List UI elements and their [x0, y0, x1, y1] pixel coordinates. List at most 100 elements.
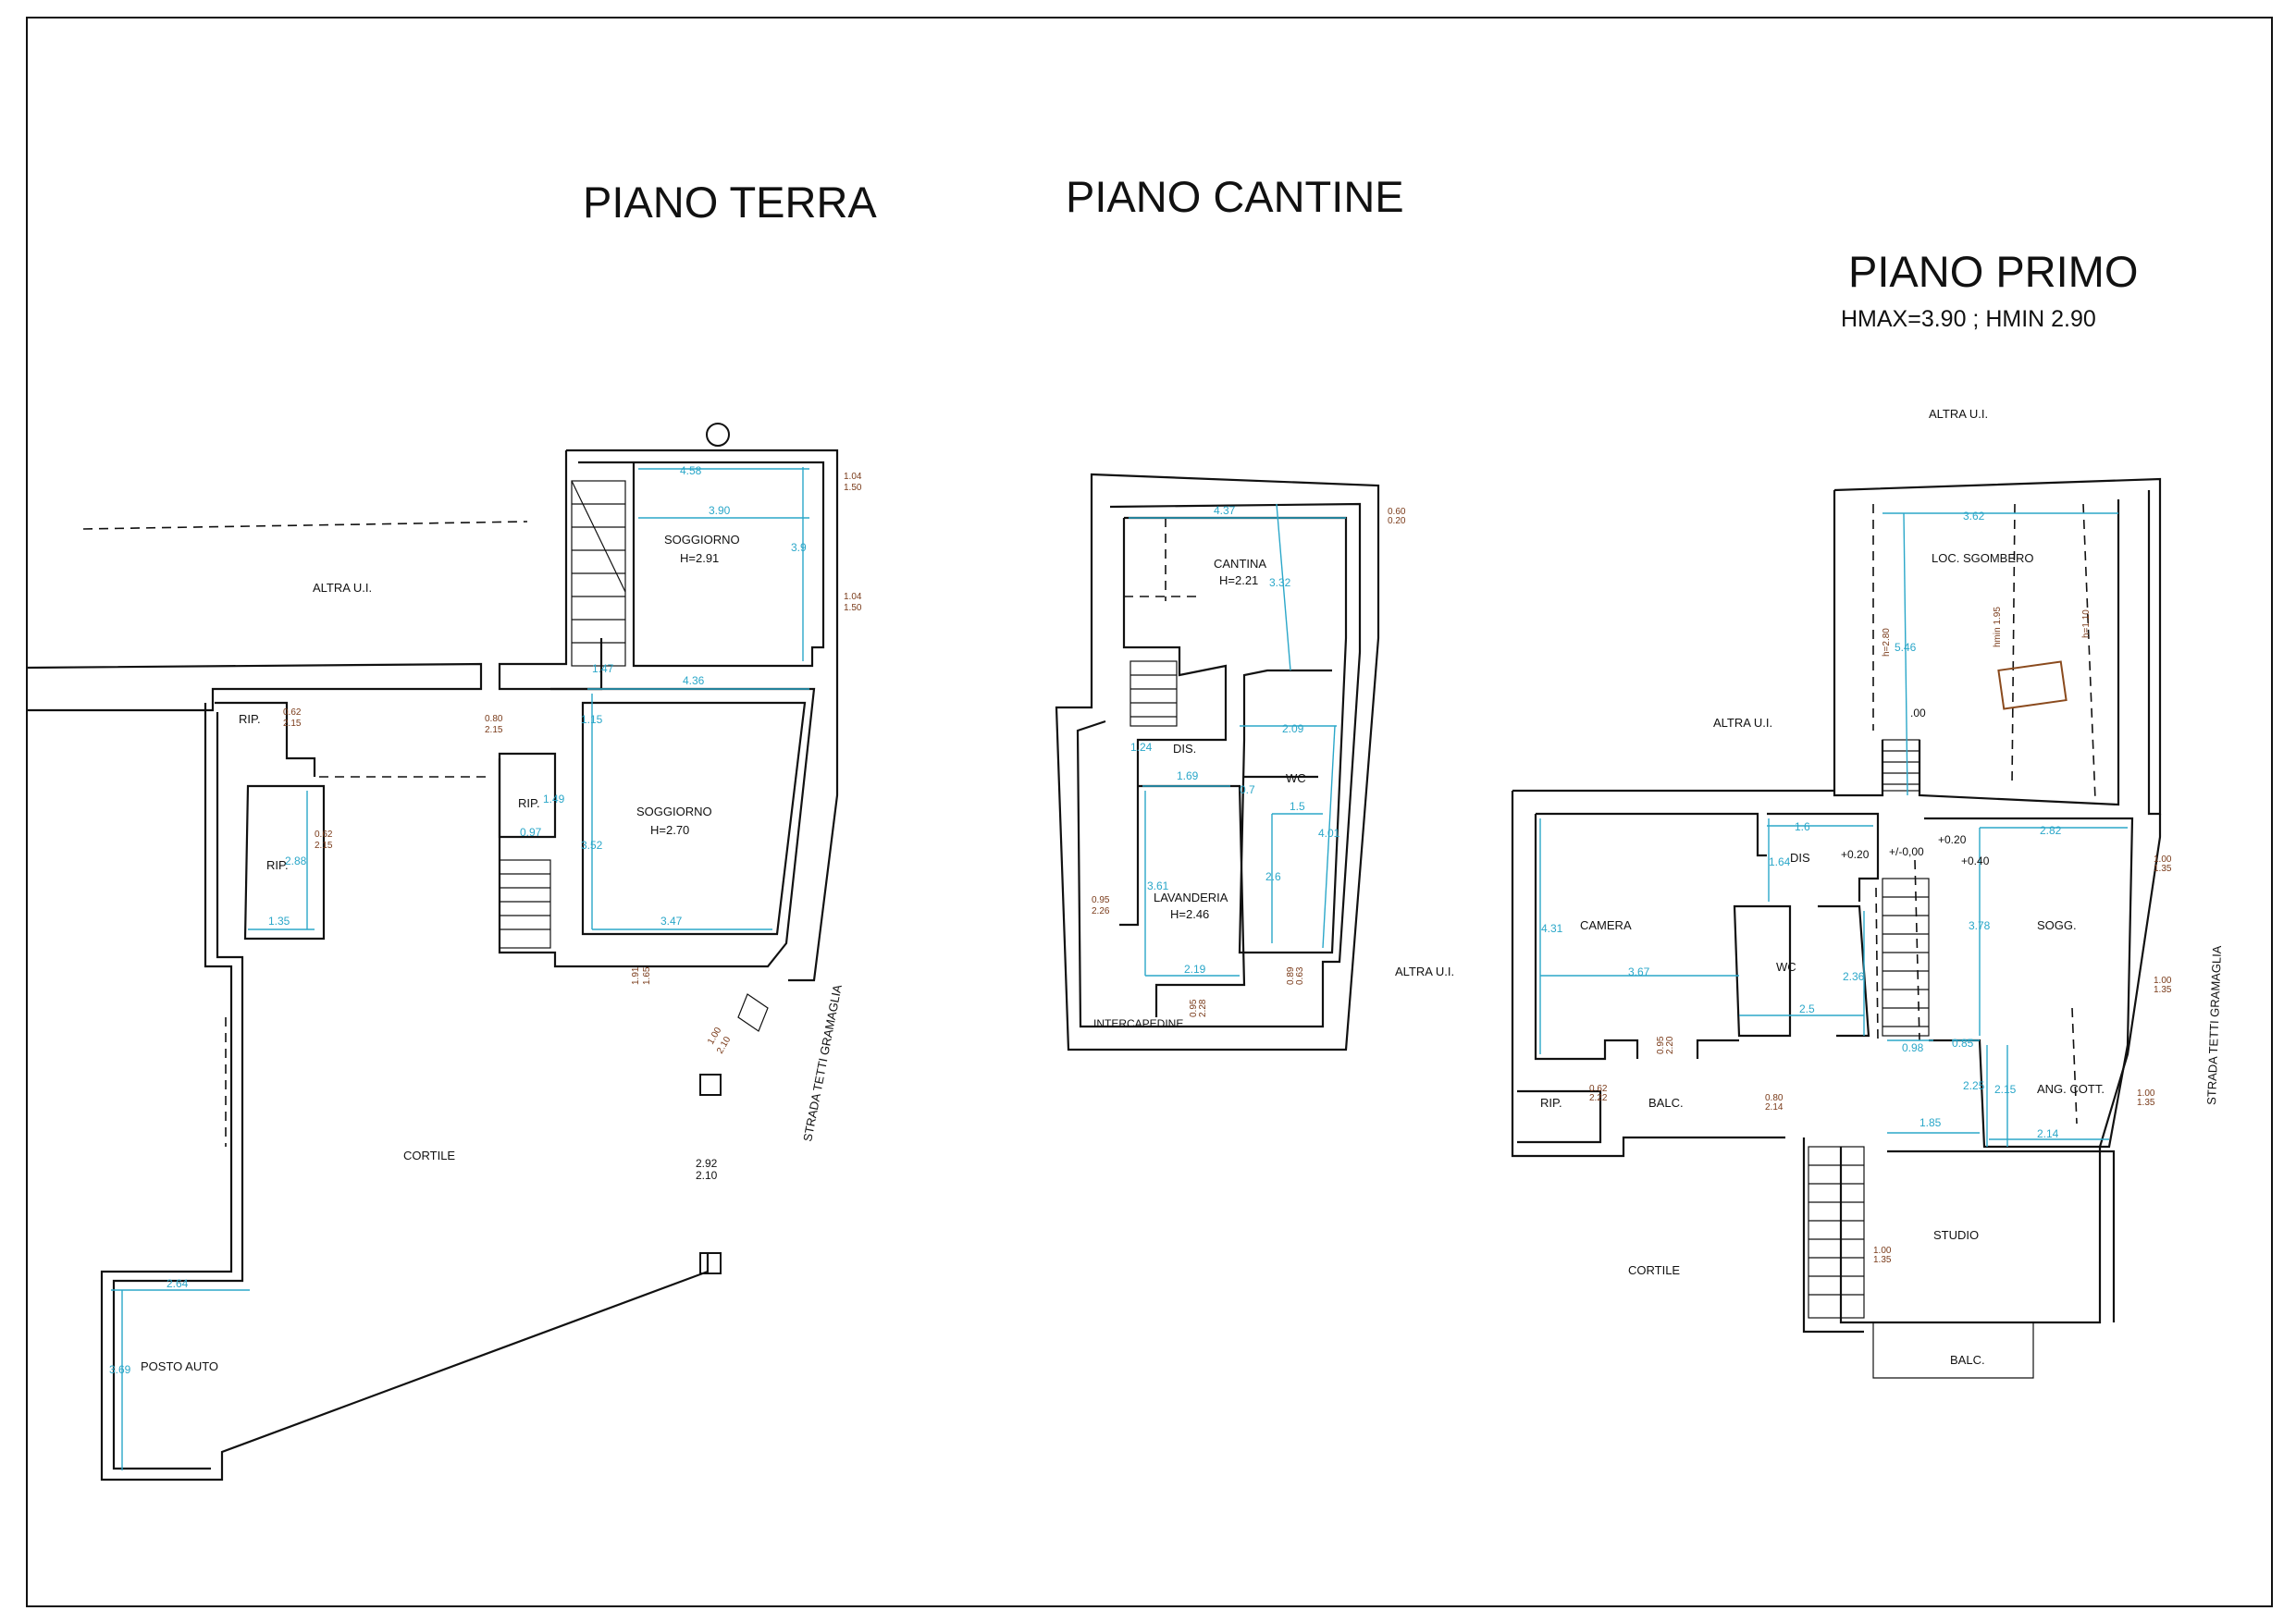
terra-boundary-dash — [82, 521, 528, 530]
primo-dash-5 — [1875, 887, 1879, 1041]
primo-dash-6 — [2071, 1007, 2078, 1125]
primo-dash-2 — [2082, 503, 2096, 801]
terra-h-215c: 2.15 — [315, 841, 333, 851]
cantine-label-altra-ui: ALTRA U.I. — [1395, 965, 1454, 978]
terra-party-wall — [26, 662, 483, 712]
terra-dim-369: 3.69 — [109, 1363, 131, 1376]
primo-dim-546: 5.46 — [1895, 641, 1917, 654]
terra-label-rip-2: RIP. — [518, 796, 540, 810]
primo-dim-362: 3.62 — [1963, 510, 1985, 523]
sheet-border — [26, 17, 2273, 1607]
piano-primo-heights: HMAX=3.90 ; HMIN 2.90 — [1841, 306, 2096, 332]
cantine-dim-169: 1.69 — [1177, 769, 1199, 782]
cantine-dim-209: 2.09 — [1282, 722, 1304, 735]
primo-h-135d: 1.35 — [1873, 1255, 1892, 1265]
primo-level-040: +0.40 — [1961, 855, 1990, 867]
primo-label-altra-ui-left: ALTRA U.I. — [1713, 716, 1772, 730]
terra-label-rip-3: RIP. — [266, 858, 289, 872]
primo-h-100d: 1.00 — [1873, 1246, 1892, 1256]
terra-wall-upper-inner — [578, 461, 825, 668]
cantine-dimline-332 — [1276, 503, 1291, 671]
plan-piano-cantine: CANTINA H=2.21 DIS. WC LAVANDERIA H=2.46… — [1055, 473, 1454, 1051]
primo-dim-367: 3.67 — [1628, 965, 1650, 978]
terra-h-150b: 1.50 — [844, 603, 862, 613]
terra-h-215a: 2.15 — [283, 719, 302, 729]
primo-dim-085: 0.85 — [1952, 1037, 1974, 1050]
terra-dim-436: 4.36 — [683, 674, 705, 687]
terra-h-104a: 1.04 — [844, 472, 862, 482]
primo-h-214: 2.14 — [1765, 1102, 1784, 1113]
terra-pillar-2 — [699, 1252, 722, 1274]
primo-label-balc-2: BALC. — [1950, 1353, 1985, 1367]
terra-label-soggiorno-1: SOGGIORNO — [664, 533, 740, 547]
terra-rip-lower — [243, 784, 326, 941]
cantine-h-020: 0.20 — [1388, 516, 1406, 526]
cantine-dimline-401 — [1322, 725, 1336, 949]
primo-level-00: .00 — [1910, 707, 1926, 719]
cantine-h-226: 2.26 — [1092, 906, 1110, 916]
terra-h-292: 2.92 — [696, 1157, 718, 1170]
primo-wall-main — [1512, 789, 2162, 1324]
terra-wall-soggiorno-2 — [498, 687, 816, 968]
terra-label-rip-1: RIP. — [239, 712, 261, 726]
terra-dim-264: 2.64 — [167, 1277, 189, 1290]
primo-dim-378: 3.78 — [1969, 919, 1991, 932]
primo-h-100c: 1.00 — [2137, 1088, 2155, 1099]
primo-level-020a: +0.20 — [1841, 848, 1870, 861]
terra-label-strada: STRADA TETTI GRAMAGLIA — [800, 983, 845, 1142]
primo-label-ang-cott: ANG. COTT. — [2037, 1082, 2105, 1096]
cantine-h-228: 2.28 — [1198, 999, 1208, 1017]
terra-label-soggiorno-2: SOGGIORNO — [636, 805, 712, 818]
primo-dimline-546 — [1903, 512, 1908, 796]
plan-piano-primo: ALTRA U.I. ALTRA U.I. LOC. SGOMBERO CAME… — [1511, 407, 2224, 1379]
terra-label-soggiorno-2-h: H=2.70 — [650, 823, 689, 837]
terra-h-165: 1.65 — [642, 966, 652, 985]
terra-label-soggiorno-1-h: H=2.91 — [680, 551, 719, 565]
terra-dim-147: 1.47 — [592, 662, 614, 675]
terra-dim-135: 1.35 — [268, 915, 290, 928]
primo-wall-sgombero-inner — [1833, 490, 2120, 806]
primo-dim-215: 2.15 — [1994, 1083, 2017, 1096]
primo-h-095: 0.95 — [1656, 1036, 1666, 1054]
cantine-dim-124: 1.24 — [1130, 741, 1153, 754]
terra-h-150a: 1.50 — [844, 483, 862, 493]
primo-dim-282: 2.82 — [2040, 824, 2062, 837]
primo-wall-rip — [1517, 1089, 1602, 1144]
plan-piano-terra: ALTRA U.I. SOGGIORNO H=2.91 SOGGIORNO H=… — [26, 423, 862, 1482]
cantine-label-wc: WC — [1286, 771, 1306, 785]
terra-dim-390: 3.90 — [709, 504, 731, 517]
primo-label-studio: STUDIO — [1933, 1228, 1979, 1242]
terra-h-080: 0.80 — [485, 714, 503, 724]
primo-label-altra-ui-top: ALTRA U.I. — [1929, 407, 1988, 421]
primo-h-135c: 1.35 — [2137, 1098, 2155, 1108]
primo-label-wc: WC — [1776, 960, 1796, 974]
terra-wall-upper — [498, 449, 839, 982]
primo-h-100b: 1.00 — [2154, 976, 2172, 986]
primo-stair-main — [1882, 878, 1930, 1037]
primo-wall-camera — [1534, 812, 1767, 1061]
terra-h-062a: 0.62 — [283, 707, 302, 718]
primo-h-195: hmin 1.95 — [1993, 607, 2003, 647]
primo-label-loc-sgombero: LOC. SGOMBERO — [1932, 551, 2034, 565]
terra-stair-upper — [571, 480, 626, 667]
primo-label-cortile: CORTILE — [1628, 1263, 1680, 1277]
primo-stair-top — [1882, 739, 1920, 792]
cantine-label-lavanderia-h: H=2.46 — [1170, 907, 1209, 921]
cantine-h-063: 0.63 — [1295, 966, 1305, 985]
cantine-label-dis: DIS. — [1173, 742, 1196, 756]
primo-label-sogg: SOGG. — [2037, 918, 2077, 932]
primo-label-strada: STRADA TETTI GRAMAGLIA — [2204, 945, 2224, 1105]
primo-stair-studio — [1808, 1146, 1865, 1319]
primo-dash-3 — [2011, 503, 2016, 787]
terra-pillar-1 — [699, 1074, 722, 1096]
terra-rip-left — [215, 701, 316, 777]
terra-dim-352: 3.52 — [581, 839, 603, 852]
primo-wall-dis — [1767, 812, 1880, 902]
cantine-dim-15: 1.5 — [1290, 800, 1305, 813]
primo-label-dis: DIS — [1790, 851, 1810, 865]
cantine-h-095a: 0.95 — [1092, 895, 1110, 905]
terra-dim-288: 2.88 — [285, 855, 307, 867]
title-piano-primo: PIANO PRIMO — [1848, 247, 2138, 296]
terra-h-215b: 2.15 — [485, 725, 503, 735]
